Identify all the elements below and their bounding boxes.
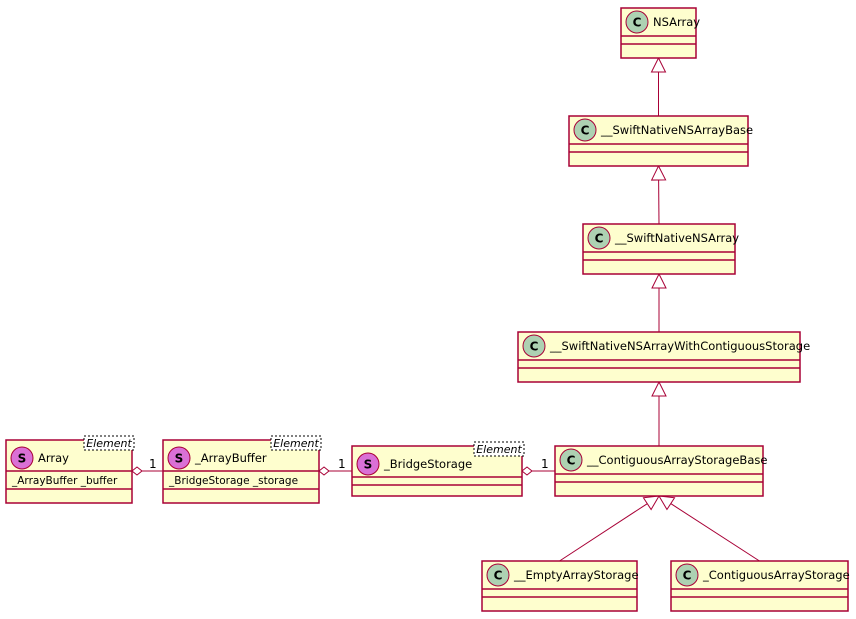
class-name: __ContiguousArrayStorageBase	[586, 453, 767, 467]
generalization-arrowhead	[650, 164, 667, 181]
class-badge-icon	[675, 563, 699, 587]
badge-letter: S	[18, 452, 27, 466]
aggregation-edge: 1	[318, 457, 352, 476]
class-field: _ArrayBuffer _buffer	[11, 475, 118, 487]
aggregation-diamond	[521, 466, 533, 476]
badge-letter: C	[494, 569, 503, 583]
inheritance-edge	[650, 164, 667, 225]
aggregation-diamond	[131, 466, 143, 476]
badge-letter: S	[175, 452, 184, 466]
class-name: __SwiftNativeNSArray	[614, 231, 739, 245]
template-parameter: Element	[86, 437, 132, 450]
class-swift-native-nsarray-base: C __SwiftNativeNSArrayBase	[568, 115, 753, 167]
class-box	[568, 115, 749, 167]
template-parameter: Element	[476, 443, 522, 456]
badge-letter: C	[567, 454, 576, 468]
aggregation-edge: 1	[521, 457, 555, 476]
class-name: NSArray	[653, 15, 700, 29]
badge-letter: C	[595, 232, 604, 246]
badge-letter: S	[364, 458, 373, 472]
class-bridge-storage: S _BridgeStorage Element	[351, 441, 525, 497]
class-name: _ContiguousArrayStorage	[702, 568, 850, 582]
class-box	[554, 445, 764, 497]
class-box	[670, 560, 849, 612]
struct-badge-icon	[167, 446, 191, 470]
inheritance-line	[559, 503, 648, 562]
class-box	[582, 223, 736, 275]
badge-letter: C	[633, 16, 642, 30]
generalization-arrowhead	[651, 380, 667, 397]
class-box	[351, 445, 523, 497]
class-field: _BridgeStorage _storage	[168, 475, 298, 487]
class-name: Array	[38, 451, 69, 465]
badge-letter: C	[683, 569, 692, 583]
inheritance-edge	[651, 272, 667, 332]
template-parameter: Element	[273, 437, 319, 450]
inheritance-edge	[559, 495, 660, 562]
class-badge-icon	[559, 448, 583, 472]
generalization-arrowhead	[651, 272, 667, 289]
class-name: __SwiftNativeNSArrayBase	[600, 123, 753, 137]
inheritance-edge	[658, 495, 760, 562]
template-parameter-box	[270, 435, 322, 451]
class-contiguous-array-storage-base: C __ContiguousArrayStorageBase	[554, 445, 767, 497]
aggregation-edge: 1	[131, 457, 163, 476]
multiplicity-label: 1	[149, 457, 157, 471]
generalization-arrowhead	[650, 56, 667, 73]
badge-letter: C	[581, 124, 590, 138]
class-badge-icon	[587, 226, 611, 250]
class-nsarray: C NSArray	[620, 7, 700, 59]
class-array: S Array Element _ArrayBuffer _buffer	[5, 435, 135, 504]
inheritance-edge	[650, 56, 667, 116]
badge-letter: C	[530, 340, 539, 354]
inheritance-line	[670, 503, 760, 562]
template-parameter-box	[473, 441, 525, 457]
generalization-arrowhead	[642, 495, 660, 511]
class-badge-icon	[625, 10, 649, 34]
aggregation-diamond	[318, 466, 330, 476]
class-badge-icon	[573, 118, 597, 142]
class-badge-icon	[522, 334, 546, 358]
template-parameter-box	[83, 435, 135, 451]
class-swift-native-nsarray-with-contiguous-storage: C __SwiftNativeNSArrayWithContiguousStora…	[517, 331, 810, 383]
class-badge-icon	[486, 563, 510, 587]
struct-badge-icon	[356, 452, 380, 476]
multiplicity-label: 1	[338, 457, 346, 471]
multiplicity-label: 1	[541, 457, 549, 471]
class-swift-native-nsarray: C __SwiftNativeNSArray	[582, 223, 739, 275]
class-box	[517, 331, 801, 383]
class-name: _BridgeStorage	[383, 457, 472, 471]
inheritance-edge	[651, 380, 667, 446]
struct-badge-icon	[10, 446, 34, 470]
generalization-arrowhead	[658, 495, 676, 511]
class-name: _ArrayBuffer	[194, 451, 267, 465]
class-contiguous-array-storage: C _ContiguousArrayStorage	[670, 560, 850, 612]
class-array-buffer: S _ArrayBuffer Element _BridgeStorage _stor…	[162, 435, 322, 504]
relationships: 1 1 1	[131, 56, 760, 562]
class-empty-array-storage: C __EmptyArrayStorage	[481, 560, 639, 612]
class-name: __SwiftNativeNSArrayWithContiguousStorag…	[549, 339, 810, 353]
class-name: __EmptyArrayStorage	[513, 568, 639, 582]
